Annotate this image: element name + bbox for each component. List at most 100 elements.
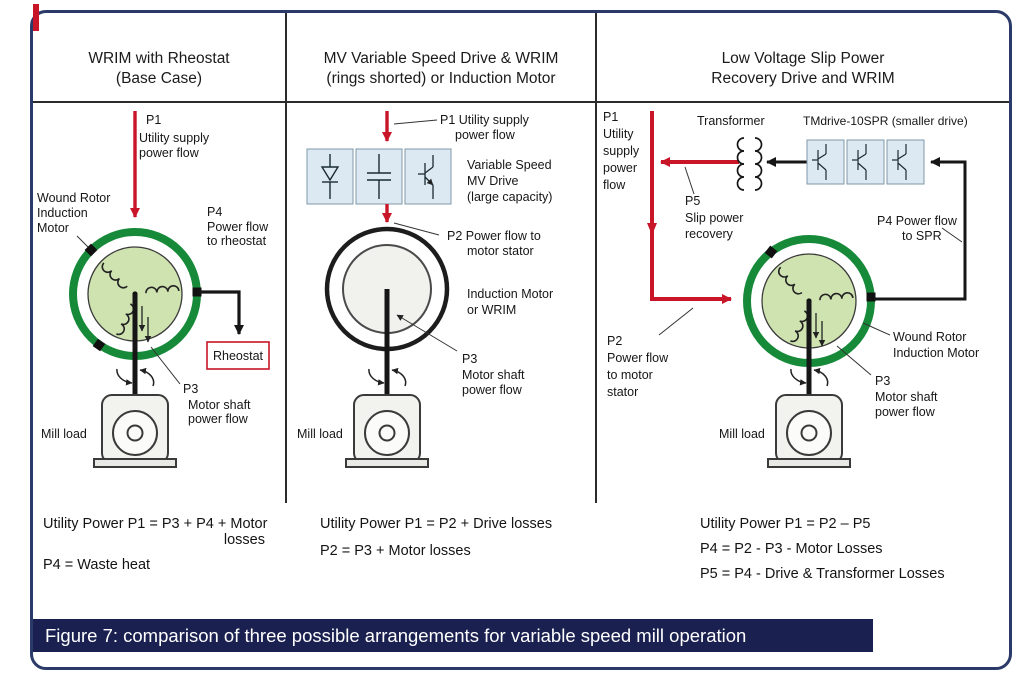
motor-label-line2: or WRIM: [467, 303, 516, 317]
panel3-title: Low Voltage Slip Power Recovery Drive an…: [597, 13, 1009, 103]
panel2-equation-2: P2 = P3 + Motor losses: [320, 543, 471, 559]
p1-label-line4: power: [603, 161, 637, 175]
p1-label-line3: supply: [603, 144, 640, 158]
panel3-title-line2: Recovery Drive and WRIM: [711, 70, 895, 87]
rotation-arrow-left: [368, 368, 385, 386]
p2-label-line2: to motor: [607, 368, 653, 382]
p3-label-line1: Motor shaft: [462, 368, 525, 382]
p1-label-line1: P1 Utility supply: [440, 113, 530, 127]
spr-drive-label: TMdrive-10SPR (smaller drive): [803, 114, 968, 128]
equations-row: Utility Power P1 = P3 + P4 + Motor losse…: [33, 503, 1009, 603]
p3-pointer-line: [150, 346, 181, 385]
p5-label-line1: Slip power: [685, 211, 743, 225]
rheostat-box: Rheostat: [206, 341, 270, 370]
p3-label-line2: power flow: [462, 383, 523, 397]
p4-tag-label: P4: [207, 205, 222, 219]
p1-p2-supply-path: [650, 111, 732, 304]
p3-label-line2: power flow: [188, 412, 249, 426]
p4-label-line1: Power flow: [207, 220, 269, 234]
panel1-equations: Utility Power P1 = P3 + P4 + Motor losse…: [33, 503, 287, 603]
p3-label-line1: Motor shaft: [875, 390, 938, 404]
p3-pointer-line: [396, 314, 458, 352]
p2-tag-label: P2: [607, 334, 622, 348]
p1-label-line1: Utility supply: [139, 131, 210, 145]
p3-label-line2: power flow: [875, 405, 936, 419]
rotation-arrow-left: [790, 368, 807, 386]
p4-power-path: [199, 290, 244, 335]
panel1-equation-2: P4 = Waste heat: [43, 557, 151, 573]
mill-load-label: Mill load: [719, 427, 765, 441]
panel2-title: MV Variable Speed Drive & WRIM (rings sh…: [287, 13, 595, 103]
panel2-title-line2: (rings shorted) or Induction Motor: [326, 70, 556, 87]
p2-label-line3: stator: [607, 385, 638, 399]
panel3-equation-1: Utility Power P1 = P2 – P5: [700, 516, 871, 532]
p4-pointer-line: [941, 227, 963, 243]
p4-return-path: [875, 157, 967, 301]
transformer-label: Transformer: [697, 114, 765, 128]
diode-symbol: [320, 154, 340, 199]
brush-terminal: [84, 243, 98, 257]
brush-terminal: [192, 287, 202, 297]
panel2-title-line1: MV Variable Speed Drive & WRIM: [323, 50, 559, 67]
panel1-title: WRIM with Rheostat (Base Case): [33, 13, 285, 103]
brush-terminal: [764, 245, 778, 259]
p3-label-line1: Motor shaft: [188, 398, 251, 412]
figure-caption: Figure 7: comparison of three possible a…: [33, 619, 873, 652]
mill-load-label: Mill load: [297, 427, 343, 441]
p3-tag-label: P3: [875, 374, 890, 388]
p2-pointer-line: [393, 222, 440, 236]
capacitor-symbol: [367, 154, 391, 199]
p1-label-line2: Utility: [603, 127, 634, 141]
motor-label-pointer-line: [862, 322, 891, 336]
brush-terminal: [92, 338, 106, 352]
p1-label-line2: power flow: [455, 128, 516, 142]
p1-label-line2: power flow: [139, 146, 200, 160]
drive-label-line2: MV Drive: [467, 174, 518, 188]
drive-label-line1: Variable Speed: [467, 158, 552, 172]
panel1-equation-1-cont: losses: [223, 532, 265, 548]
panel3-diagram: P1 Utility supply power flow Transformer…: [603, 110, 979, 468]
p5-pointer-line: [684, 166, 695, 195]
supply-flow-arrowhead: [647, 223, 657, 235]
p3-pointer-line: [836, 345, 872, 376]
p1-tag-label: P1: [146, 113, 161, 127]
panel2-diagram: P1 Utility supply power flow: [297, 111, 553, 468]
igbt-symbol: [418, 155, 434, 199]
panel3-title-line1: Low Voltage Slip Power: [721, 50, 885, 67]
motor-label-line1: Induction Motor: [467, 287, 553, 301]
p2-label-line1: P2 Power flow to: [447, 229, 541, 243]
motor-label-line2: Induction: [37, 206, 88, 220]
p4-label-line2: to rheostat: [207, 234, 267, 248]
mill-load-machine: [93, 394, 177, 468]
panel3-equation-3: P5 = P4 - Drive & Transformer Losses: [700, 566, 945, 582]
motor-label-line1: Wound Rotor: [37, 191, 110, 205]
p3-tag-label: P3: [183, 382, 198, 396]
panel2-equations: Utility Power P1 = P2 + Drive losses P2 …: [287, 503, 597, 603]
mill-load-machine: [345, 394, 429, 468]
motor-label-line1: Wound Rotor: [893, 330, 966, 344]
panel3-column: Low Voltage Slip Power Recovery Drive an…: [597, 13, 1009, 503]
brush-terminal: [866, 292, 876, 302]
page-corner-mark: [33, 4, 39, 31]
panel2-equation-1: Utility Power P1 = P2 + Drive losses: [320, 516, 553, 532]
p4-label-line1: P4 Power flow: [877, 214, 958, 228]
panel2-column: MV Variable Speed Drive & WRIM (rings sh…: [287, 13, 597, 503]
p2-label-line1: Power flow: [607, 351, 669, 365]
rotation-arrow-left: [116, 368, 133, 386]
rotation-arrow-right: [139, 367, 155, 387]
panel1-title-line1: WRIM with Rheostat: [88, 50, 230, 67]
mv-drive-box: [306, 148, 452, 205]
spr-drive-box: [806, 139, 925, 185]
p1-label-line5: flow: [603, 178, 626, 192]
rotation-arrow-right: [813, 367, 829, 387]
panel3-equation-2: P4 = P2 - P3 - Motor Losses: [700, 541, 883, 557]
panel1-equation-1: Utility Power P1 = P3 + P4 + Motor: [43, 516, 268, 532]
diagram-columns: WRIM with Rheostat (Base Case) P1 Utilit…: [33, 13, 1009, 503]
transformer-symbol: [736, 137, 763, 191]
panel1-title-line2: (Base Case): [115, 70, 203, 87]
mill-load-machine: [767, 394, 851, 468]
panel1-column: WRIM with Rheostat (Base Case) P1 Utilit…: [33, 13, 287, 503]
mill-load-label: Mill load: [41, 427, 87, 441]
motor-label-line3: Motor: [37, 221, 69, 235]
p2-pointer-line: [658, 307, 694, 336]
